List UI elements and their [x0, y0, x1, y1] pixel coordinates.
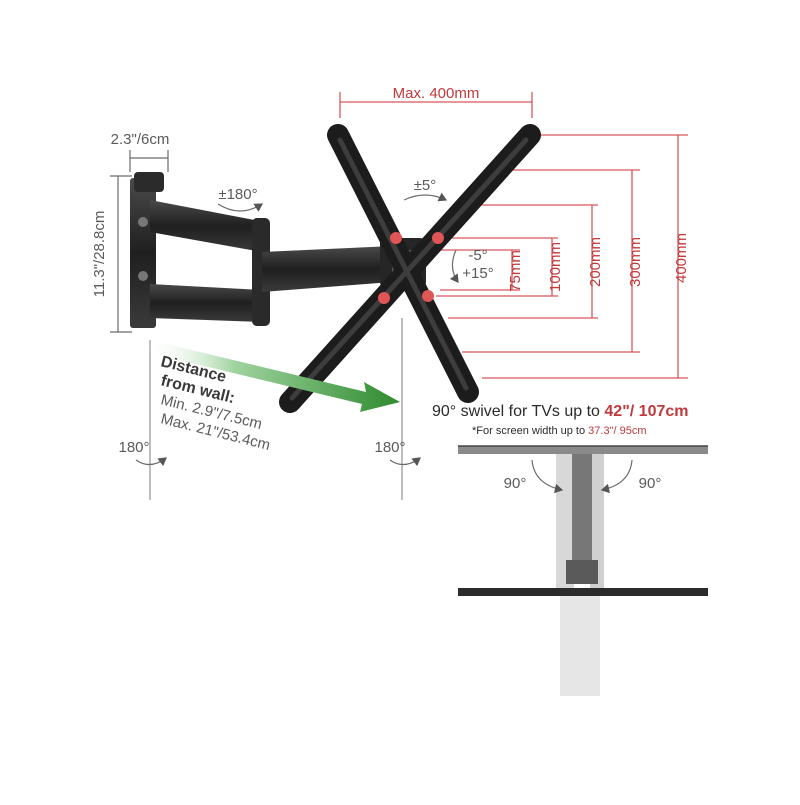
plate-width-label: 2.3"/6cm: [111, 131, 170, 148]
rotate-arrow-icon: [135, 457, 167, 467]
wall-rotate-label: 180°: [118, 439, 149, 456]
swivel-title: 90° swivel for TVs up to 42"/ 107cm: [432, 403, 689, 420]
tilt-up-label: +15°: [462, 265, 493, 282]
swivel-note: *For screen width up to 37.3"/ 95cm: [472, 425, 647, 437]
max-width-label: Max. 400mm: [393, 85, 480, 102]
vesa-75-label: 75mm: [507, 250, 524, 292]
green-direction-arrow-icon: [146, 340, 400, 412]
swivel-note-prefix: *For screen width up to: [472, 425, 588, 437]
vesa-100-label: 100mm: [547, 242, 564, 292]
vesa-300-label: 300mm: [627, 237, 644, 287]
rotate-arrow-icon: [389, 457, 421, 467]
swivel-arm-label: ±180°: [218, 186, 257, 203]
plate-height-label: 11.3"/28.8cm: [91, 211, 108, 298]
vesa-dimension-lines: [339, 92, 688, 379]
vesa-200-label: 200mm: [587, 237, 604, 287]
swivel-left-angle: 90°: [504, 475, 527, 492]
swivel-right-angle: 90°: [639, 475, 662, 492]
tilt-down-label: -5°: [468, 247, 487, 264]
wall-plate-dimensions: [110, 150, 169, 333]
swivel-title-highlight: 42"/ 107cm: [604, 403, 688, 420]
rotate-arrow-icon: [403, 192, 448, 202]
top-view-illustration: [458, 445, 708, 696]
swivel-title-prefix: 90° swivel for TVs up to: [432, 403, 604, 420]
head-rotate-label: 180°: [374, 439, 405, 456]
swivel-note-highlight: 37.3"/ 95cm: [588, 425, 646, 437]
rotate-arrow-icon: [217, 203, 264, 212]
rotate-arrow-icon: [449, 249, 459, 283]
vesa-x-plate: [279, 124, 541, 413]
vesa-400-label: 400mm: [673, 233, 690, 283]
rotate-label: ±5°: [414, 177, 437, 194]
